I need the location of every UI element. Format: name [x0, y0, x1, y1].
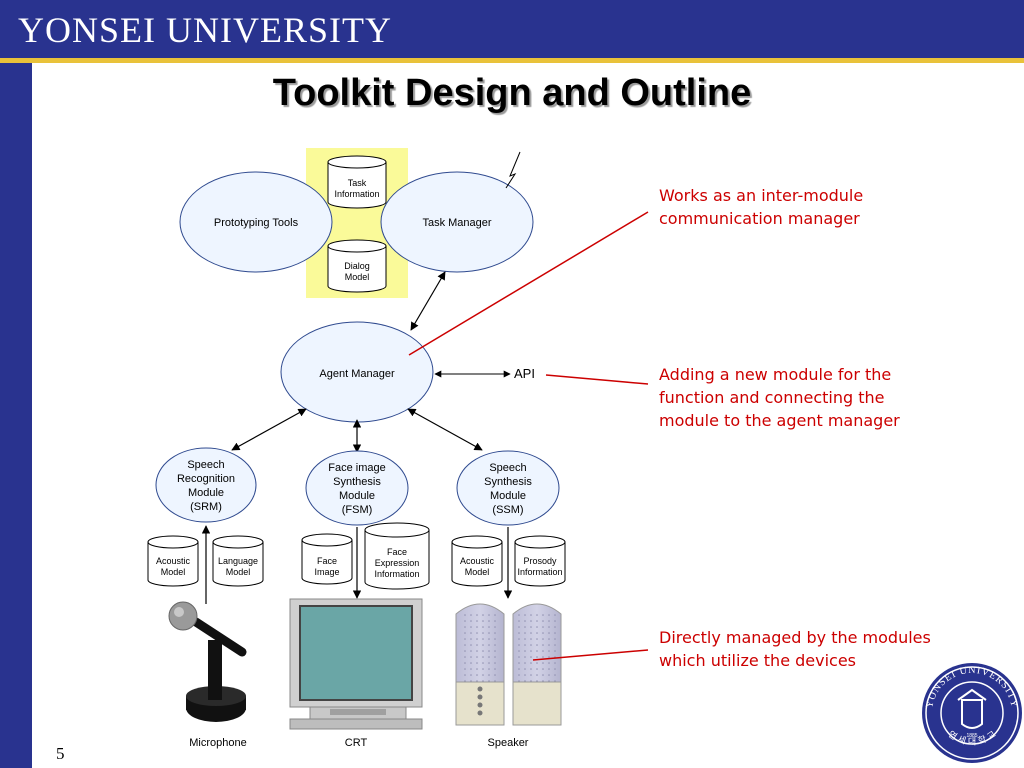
- pointer-agent-manager: [408, 211, 649, 356]
- note-api: Adding a new module for the function and…: [659, 363, 900, 432]
- note-devices: Directly managed by the modules which ut…: [659, 626, 931, 672]
- srm-line2: Recognition: [177, 473, 235, 485]
- microphone-label: Microphone: [189, 737, 246, 749]
- face-image-db: Face Image: [301, 533, 353, 585]
- arrow-agent-srm: [231, 408, 307, 451]
- speaker-icon: [455, 603, 562, 726]
- acoustic-model-db-1: Acoustic Model: [147, 535, 199, 587]
- note-devices-line1: Directly managed by the modules: [659, 628, 931, 647]
- dialog-model-line1: Dialog: [344, 261, 370, 271]
- acoustic-model-1-line2: Model: [161, 567, 186, 577]
- crt-label: CRT: [345, 737, 368, 749]
- acoustic-model-2-line1: Acoustic: [460, 556, 495, 566]
- note-agent-line2: communication manager: [659, 209, 860, 228]
- fsm-line4: (FSM): [342, 504, 373, 516]
- ssm-node: Speech Synthesis Module (SSM): [456, 450, 560, 526]
- university-seal-logo: YONSEI UNIVERSITY 연 세 대 학 교 1885: [922, 663, 1022, 763]
- note-api-line2: function and connecting the: [659, 388, 885, 407]
- arrow-agent-ssm: [407, 408, 483, 451]
- header-title: YONSEI UNIVERSITY: [18, 10, 392, 50]
- gold-rule: [0, 58, 1024, 63]
- language-model-line2: Model: [226, 567, 251, 577]
- dialog-model-line2: Model: [345, 272, 370, 282]
- srm-line4: (SRM): [190, 501, 222, 513]
- slide-title: Toolkit Design and Outline: [272, 72, 752, 114]
- task-information-line1: Task: [348, 178, 367, 188]
- microphone-icon: [168, 601, 247, 722]
- prosody-line1: Prosody: [523, 556, 557, 566]
- srm-node: Speech Recognition Module (SRM): [155, 447, 257, 523]
- note-api-line1: Adding a new module for the: [659, 365, 892, 384]
- acoustic-model-1-line1: Acoustic: [156, 556, 191, 566]
- prototyping-tools-node: Prototyping Tools: [179, 171, 333, 273]
- srm-line1: Speech: [187, 459, 224, 471]
- task-manager-node: Task Manager: [380, 171, 534, 273]
- lightning-icon: [505, 151, 521, 189]
- prototyping-tools-label: Prototyping Tools: [214, 217, 299, 229]
- crt-icon: [289, 598, 423, 730]
- task-manager-label: Task Manager: [422, 217, 491, 229]
- face-expression-line1: Face: [387, 547, 407, 557]
- task-information-db: Task Information: [327, 155, 387, 209]
- api-label: API: [514, 366, 535, 381]
- fsm-node: Face image Synthesis Module (FSM): [305, 450, 409, 526]
- fsm-line3: Module: [339, 490, 375, 502]
- note-devices-line2: which utilize the devices: [659, 651, 857, 670]
- prosody-information-db: Prosody Information: [514, 535, 566, 587]
- acoustic-model-db-2: Acoustic Model: [451, 535, 503, 587]
- pointer-api: [545, 374, 649, 385]
- face-image-line2: Image: [314, 567, 339, 577]
- fsm-line1: Face image: [328, 462, 385, 474]
- note-agent-line1: Works as an inter-module: [659, 186, 864, 205]
- acoustic-model-2-line2: Model: [465, 567, 490, 577]
- face-expression-db: Face Expression Information: [364, 522, 430, 590]
- ssm-line2: Synthesis: [484, 476, 532, 488]
- fsm-line2: Synthesis: [333, 476, 381, 488]
- pointer-devices: [532, 649, 649, 661]
- face-image-line1: Face: [317, 556, 337, 566]
- face-expression-line3: Information: [374, 569, 419, 579]
- dialog-model-db: Dialog Model: [327, 239, 387, 293]
- language-model-line1: Language: [218, 556, 258, 566]
- prosody-line2: Information: [517, 567, 562, 577]
- language-model-db: Language Model: [212, 535, 264, 587]
- speaker-label: Speaker: [488, 737, 529, 749]
- ssm-line3: Module: [490, 490, 526, 502]
- note-api-line3: module to the agent manager: [659, 411, 900, 430]
- agent-manager-label: Agent Manager: [319, 368, 395, 380]
- ssm-line4: (SSM): [492, 504, 523, 516]
- header-bar: YONSEI UNIVERSITY: [0, 0, 1024, 58]
- face-expression-line2: Expression: [375, 558, 420, 568]
- arrow-task-agent: [410, 271, 446, 331]
- agent-manager-node: Agent Manager: [280, 321, 434, 423]
- note-agent-manager: Works as an inter-module communication m…: [659, 184, 863, 230]
- srm-line3: Module: [188, 487, 224, 499]
- ssm-line1: Speech: [489, 462, 526, 474]
- task-information-line2: Information: [334, 189, 379, 199]
- slide-number: 5: [56, 744, 65, 763]
- logo-year: 1885: [966, 733, 977, 739]
- left-bar: [0, 63, 32, 768]
